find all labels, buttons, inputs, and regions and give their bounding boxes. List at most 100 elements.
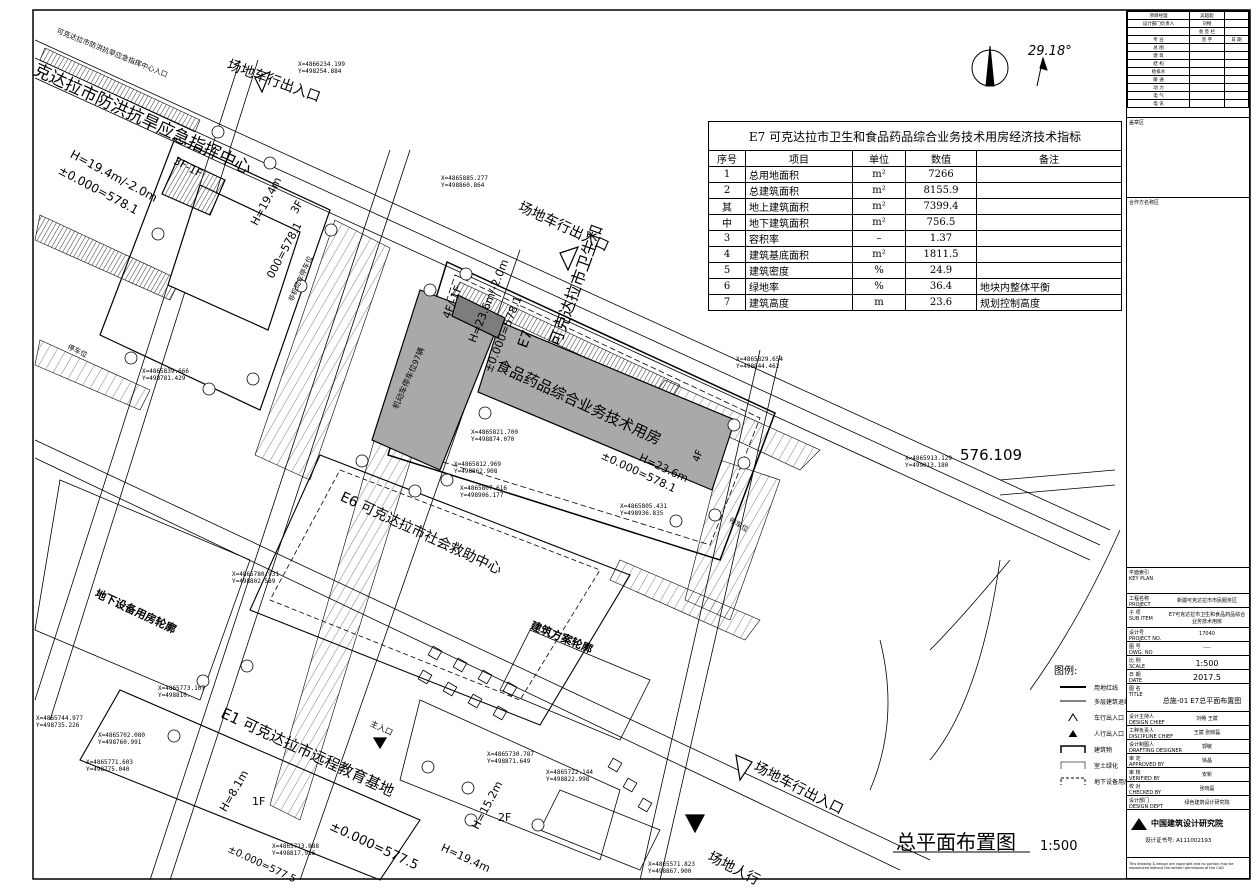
indicator-table: E7 可克达拉市卫生和食品药品综合业务技术用房经济技术指标 序号 项目 单位 数…: [708, 121, 1122, 311]
coord-label: X=4865885.277 Y=498860.864: [441, 175, 488, 189]
signature-cell: [1189, 91, 1225, 100]
table-cell: 建筑高度: [745, 294, 853, 311]
legend-title: 图例:: [1054, 666, 1078, 677]
north-angle: 29.18°: [1028, 44, 1072, 59]
building-icon: [1060, 745, 1086, 753]
signature-cell: [1189, 43, 1225, 52]
signature-cell: [1223, 67, 1250, 76]
table-title: E7 可克达拉市卫生和食品药品综合业务技术用房经济技术指标: [708, 121, 1122, 151]
drawing-title: 总平面布置图: [896, 830, 1016, 854]
signature-cell: 专 业: [1126, 35, 1191, 44]
table-cell: 36.4: [905, 278, 977, 295]
table-cell: [976, 182, 1122, 199]
signature-cell: 动 力: [1126, 83, 1191, 92]
table-cell: 地上建筑面积: [745, 198, 853, 215]
signature-row: 设计部门负责人刘畅: [1126, 19, 1250, 28]
table-cell: 其: [708, 198, 746, 215]
table-cell: %: [852, 262, 906, 279]
coord-label: X=4865571.823 Y=498867.900: [648, 861, 695, 875]
e7-building: [371, 289, 736, 491]
table-cell: 4: [708, 246, 746, 263]
signature-row: 项目经理吴超超: [1126, 11, 1250, 20]
signature-cell: [1126, 27, 1191, 36]
approval-area: 盖章区: [1127, 117, 1249, 197]
table-cell: –: [852, 230, 906, 247]
table-cell: [976, 262, 1122, 279]
coord-label: X=4865821.700 Y=498874.070: [471, 429, 518, 443]
signature-cell: 设计部门负责人: [1126, 19, 1191, 28]
col-header: 序号: [708, 150, 746, 167]
flood-building: [161, 157, 301, 331]
table-cell: 中: [708, 214, 746, 231]
table-cell: 24.9: [905, 262, 977, 279]
title-block: 项目经理吴超超设计部门负责人刘畅会 签 栏专 业签 字日 期总 图建 筑结 构给…: [1126, 10, 1250, 879]
table-cell: 8155.9: [905, 182, 977, 199]
signature-cell: 刘畅: [1189, 19, 1225, 28]
table-cell: 地下建筑面积: [745, 214, 853, 231]
cert-number: 设计证书号: A111002193: [1145, 838, 1212, 844]
coord-label: X=4865744.977 Y=498735.226: [36, 715, 83, 729]
signature-cell: [1223, 99, 1250, 108]
table-cell: 总建筑面积: [745, 182, 853, 199]
signature-cell: 吴超超: [1189, 11, 1225, 20]
table-cell: 3: [708, 230, 746, 247]
table-header: 序号 项目 单位 数值 备注: [708, 150, 1122, 167]
table-cell: m²: [852, 182, 906, 199]
company-logo-icon: [1131, 818, 1147, 830]
signature-row: 会 签 栏: [1126, 27, 1250, 36]
signature-cell: [1223, 43, 1250, 52]
signature-cell: [1189, 67, 1225, 76]
table-cell: 7: [708, 294, 746, 311]
table-cell: 总用地面积: [745, 166, 853, 183]
table-cell: [976, 246, 1122, 263]
signature-cell: [1189, 75, 1225, 84]
pedestrian-entry-icon: [1068, 730, 1078, 737]
company-area: 中国建筑设计研究院 设计证书号: A111002193: [1127, 809, 1249, 857]
signature-row: 给排水: [1126, 67, 1250, 76]
coord-label: X=4865730.787 Y=498871.649: [487, 751, 534, 765]
signature-cell: 签 字: [1189, 35, 1225, 44]
legend-item: 室土绿化: [1060, 759, 1150, 770]
vehicle-entry-icon: [1068, 713, 1078, 721]
setback-line-icon: [1060, 700, 1086, 702]
signature-row: 电 气: [1126, 91, 1250, 100]
coord-label: X=4865773.107 Y=498810.: [158, 685, 205, 699]
legend-item: 地下设备用房: [1060, 775, 1150, 786]
signature-cell: [1223, 91, 1250, 100]
coord-label: X=4865805.431 Y=498936.835: [620, 503, 667, 517]
signature-row: 暖 通: [1126, 75, 1250, 84]
table-cell: 7266: [905, 166, 977, 183]
table-cell: m²: [852, 246, 906, 263]
table-cell: 23.6: [905, 294, 977, 311]
signature-cell: [1223, 75, 1250, 84]
signature-row: 动 力: [1126, 83, 1250, 92]
col-header: 备注: [976, 150, 1122, 167]
signature-row: 结 构: [1126, 59, 1250, 68]
signature-row: 电 讯: [1126, 99, 1250, 108]
table-cell: [976, 198, 1122, 215]
signature-row: 专 业签 字日 期: [1126, 35, 1250, 44]
col-header: 数值: [905, 150, 977, 167]
north-arrow: [971, 45, 1048, 87]
signature-cell: [1189, 51, 1225, 60]
table-cell: 建筑基底面积: [745, 246, 853, 263]
table-cell: 容积率: [745, 230, 853, 247]
legend-item: 多层建筑退线: [1060, 695, 1150, 706]
entrance-markers: [254, 70, 753, 834]
signature-cell: [1189, 83, 1225, 92]
signature-cell: [1223, 19, 1250, 28]
table-cell: m²: [852, 166, 906, 183]
signature-cell: [1223, 27, 1250, 36]
